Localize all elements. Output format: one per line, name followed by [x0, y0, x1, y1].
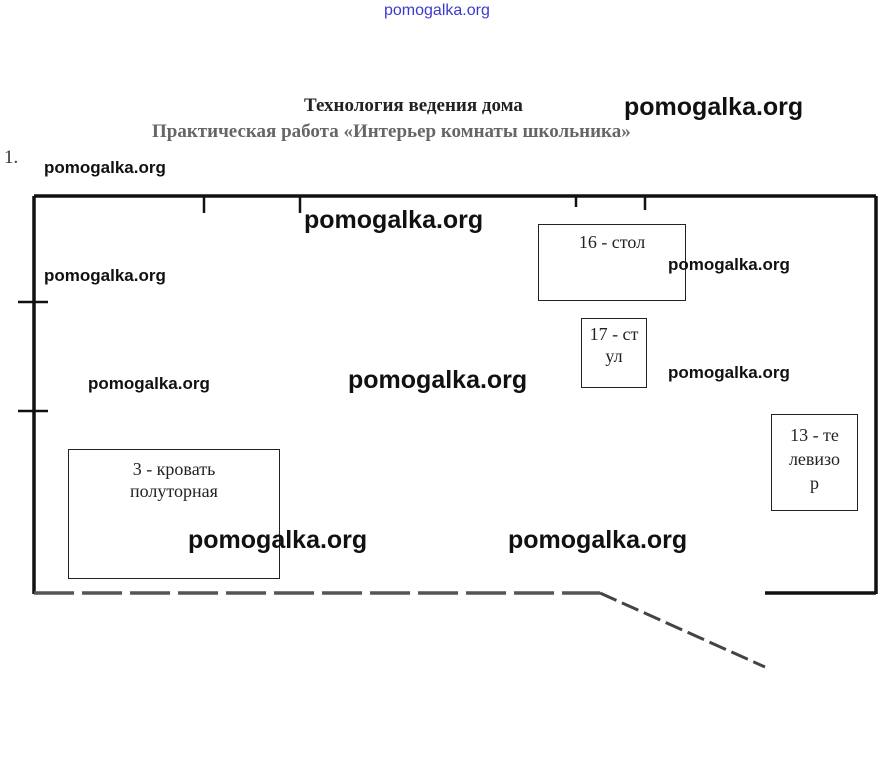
- subtitle: Практическая работа «Интерьер комнаты шк…: [152, 121, 631, 142]
- watermark: pomogalka.org: [188, 526, 368, 554]
- title: Технология ведения дома: [304, 95, 523, 116]
- door: [599, 591, 766, 669]
- watermark: pomogalka.org: [668, 255, 790, 274]
- watermark: pomogalka.org: [508, 526, 688, 554]
- watermark: pomogalka.org: [88, 374, 210, 393]
- watermark: pomogalka.org: [304, 206, 484, 234]
- tv-box: 13 - телевизор: [771, 414, 858, 511]
- item-number: 1.: [4, 147, 19, 168]
- watermark: pomogalka.org: [44, 266, 166, 285]
- bed-box: 3 - кровать полуторная: [68, 449, 280, 579]
- chair-box: 17 - стул: [581, 318, 647, 388]
- watermark-top: pomogalka.org: [384, 2, 490, 19]
- watermark: pomogalka.org: [44, 158, 166, 177]
- table-box: 16 - стол: [538, 224, 686, 301]
- watermark: pomogalka.org: [624, 93, 804, 121]
- watermark: pomogalka.org: [348, 366, 528, 394]
- watermark: pomogalka.org: [668, 363, 790, 382]
